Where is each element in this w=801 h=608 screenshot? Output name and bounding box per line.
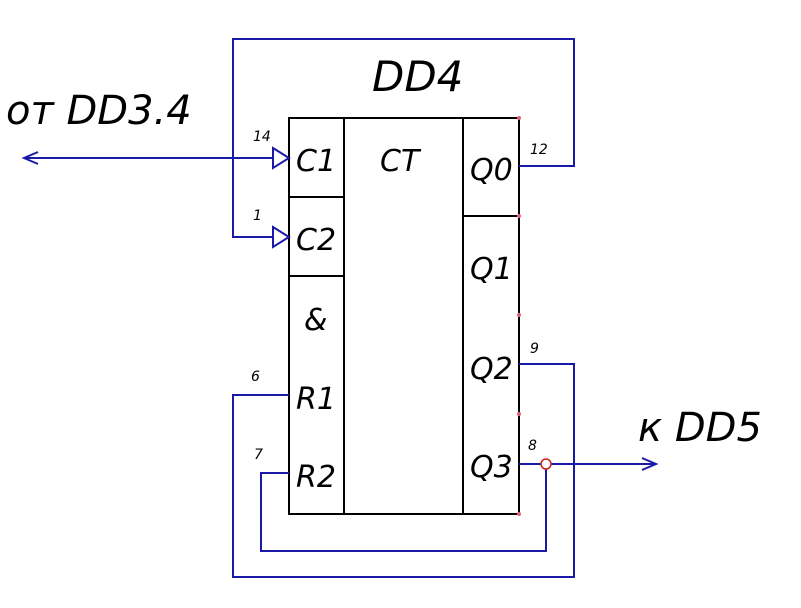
pin-number-q2: 9 bbox=[530, 341, 539, 357]
pin-marker bbox=[517, 214, 521, 218]
q2-label: Q2 bbox=[470, 352, 513, 387]
q0-label: Q0 bbox=[470, 153, 513, 188]
input-arrow-head bbox=[21, 151, 39, 165]
pin-marker bbox=[517, 412, 521, 416]
pin-marker bbox=[517, 116, 521, 120]
pin-markers bbox=[517, 116, 521, 516]
c1-label: C1 bbox=[296, 144, 336, 179]
c2-clock-triangle bbox=[272, 225, 291, 249]
pin-number-r1: 6 bbox=[251, 369, 260, 385]
output-arrow-head bbox=[641, 457, 659, 471]
wires bbox=[24, 38, 656, 578]
source-signal-label: от DD3.4 bbox=[6, 88, 192, 134]
q1-label: Q1 bbox=[470, 252, 513, 287]
pin-marker bbox=[517, 512, 521, 516]
pin-number-r2: 7 bbox=[254, 447, 263, 463]
c1-clock-triangle bbox=[272, 146, 291, 170]
pin-number-c1: 14 bbox=[253, 129, 271, 145]
pin-number-q3: 8 bbox=[528, 438, 537, 454]
pin-marker bbox=[517, 313, 521, 317]
c2-label: C2 bbox=[296, 223, 336, 258]
and-label: & bbox=[304, 303, 327, 338]
q3-label: Q3 bbox=[470, 450, 513, 485]
r2-label: R2 bbox=[296, 460, 336, 495]
chip-ref-label: DD4 bbox=[372, 52, 463, 101]
q3-junction bbox=[540, 458, 552, 470]
q3-to-r2-wire bbox=[260, 469, 547, 552]
q0-to-c2-feedback-wire bbox=[232, 38, 575, 238]
dest-signal-label: к DD5 bbox=[638, 405, 762, 451]
q2-to-r1-wire bbox=[232, 363, 575, 578]
arrowheads bbox=[21, 151, 659, 471]
ct-label: CT bbox=[380, 144, 422, 179]
clock-triangles bbox=[272, 146, 291, 249]
pin-number-q0: 12 bbox=[530, 142, 548, 158]
pin-number-c2: 1 bbox=[253, 208, 262, 224]
r1-label: R1 bbox=[296, 382, 336, 417]
